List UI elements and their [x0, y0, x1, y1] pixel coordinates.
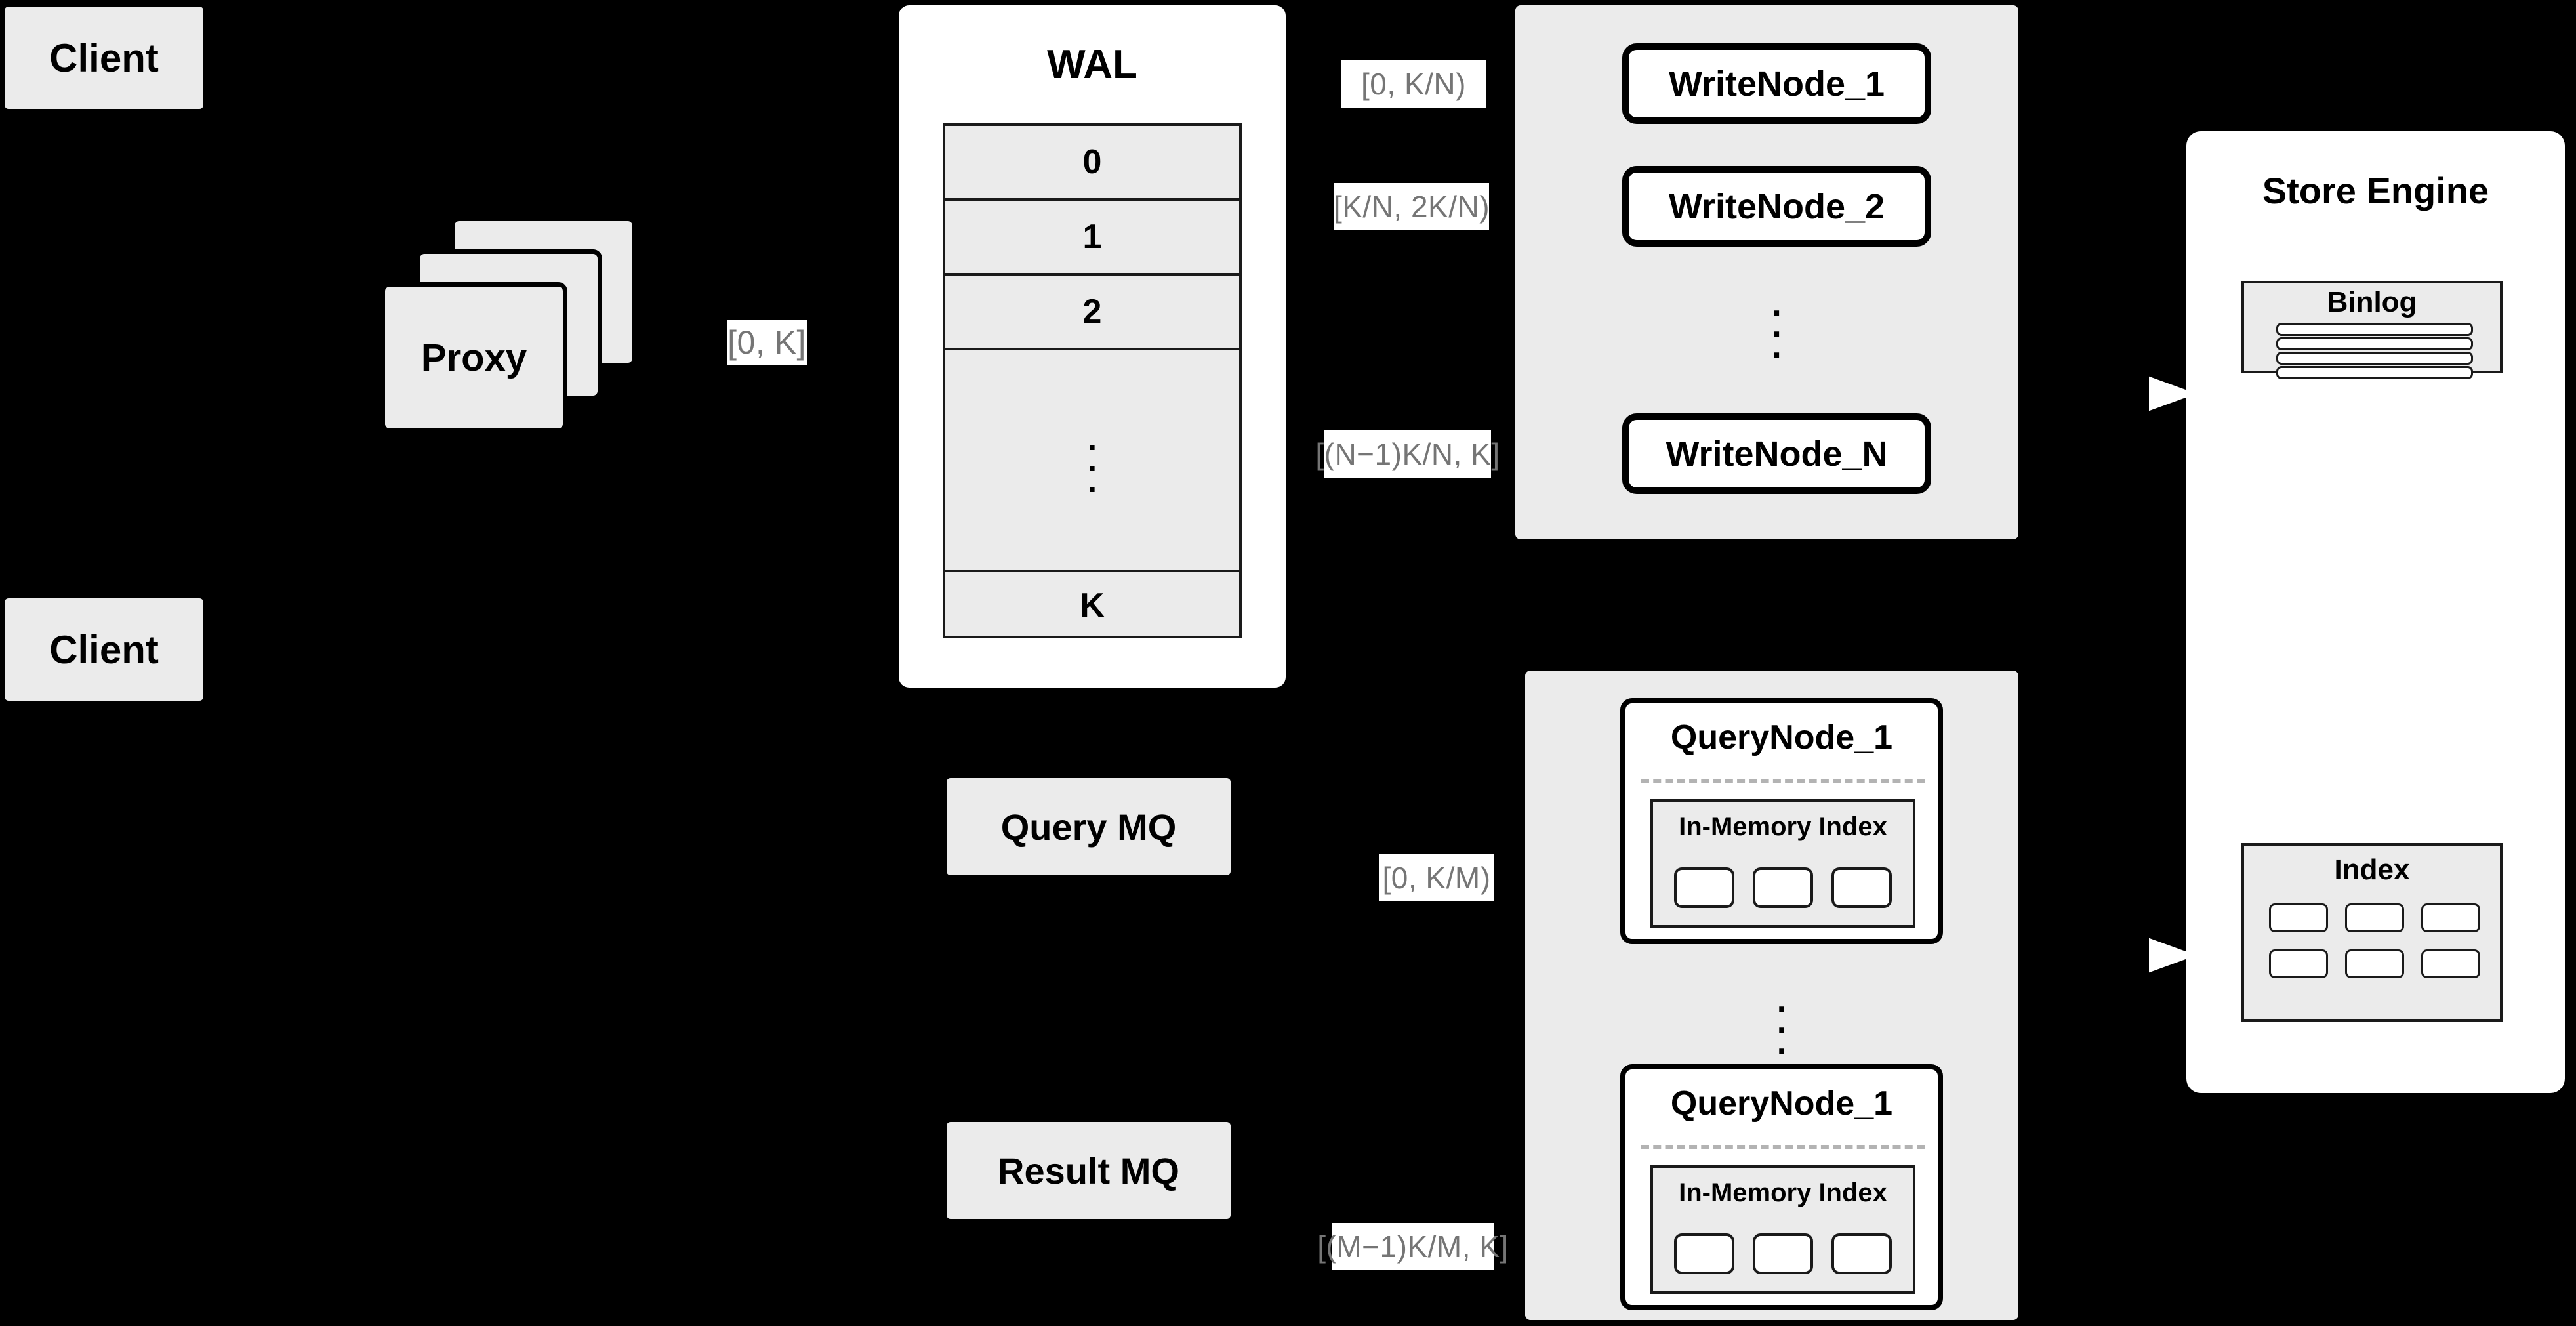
wal-entry-table: 0 1 2 ... K: [943, 123, 1242, 638]
query-mq-label: Query MQ: [1000, 806, 1177, 848]
wal-entry-label: 2: [1082, 293, 1102, 331]
wal-entry-label: 0: [1082, 143, 1102, 181]
index-segment[interactable]: [1753, 867, 1813, 908]
wal-entry-row[interactable]: 0: [945, 126, 1239, 201]
index-segment[interactable]: [1831, 867, 1892, 908]
wal-entry-row[interactable]: 2: [945, 276, 1239, 350]
wal-title: WAL: [1047, 42, 1137, 87]
binlog-title: Binlog: [2327, 286, 2417, 318]
label-query-node-m-range: [(M−1)K/M, K]: [1317, 1223, 1508, 1270]
binlog-row[interactable]: [2276, 337, 2473, 350]
label-text: [(M−1)K/M, K]: [1317, 1230, 1509, 1264]
client-box-2[interactable]: Client: [5, 598, 203, 701]
label-text: [0, K/N): [1361, 67, 1466, 101]
write-cluster-container: WriteNode_1 WriteNode_2 ... WriteNode_N: [1515, 5, 2018, 539]
write-node-label: WriteNode_2: [1668, 186, 1885, 226]
proxy-card-front[interactable]: Proxy: [380, 282, 567, 433]
label-text: [K/N, 2K/N): [1333, 190, 1490, 224]
query-node-1[interactable]: QueryNode_1 In-Memory Index: [1620, 698, 1943, 944]
label-text: [0, K]: [727, 324, 806, 361]
wal-entry-row-last[interactable]: K: [945, 572, 1239, 638]
write-node-label: WriteNode_1: [1668, 64, 1885, 104]
wal-panel: WAL 0 1 2 ... K: [899, 5, 1286, 688]
index-cell[interactable]: [2421, 903, 2480, 932]
write-cluster-ellipsis: ...: [1772, 285, 1782, 366]
client-label: Client: [49, 35, 159, 80]
query-node-title: QueryNode_1: [1670, 1085, 1893, 1123]
in-memory-index-box: In-Memory Index: [1650, 799, 1915, 928]
wal-entry-label: K: [1080, 586, 1105, 625]
query-cluster-ellipsis: ...: [1776, 981, 1787, 1062]
query-cluster-container: QueryNode_1 In-Memory Index ... QueryNod…: [1525, 671, 2018, 1320]
client-label: Client: [49, 627, 159, 672]
wal-ellipsis-row: ...: [945, 350, 1239, 572]
binlog-row[interactable]: [2276, 352, 2473, 365]
index-cell[interactable]: [2421, 949, 2480, 978]
query-node-separator: [1641, 779, 1925, 783]
wal-entry-row[interactable]: 1: [945, 201, 1239, 276]
binlog: Binlog: [2241, 281, 2503, 379]
index-box: Index: [2241, 843, 2503, 1022]
index-cell[interactable]: [2345, 903, 2404, 932]
query-node-title: QueryNode_1: [1670, 718, 1893, 756]
in-memory-index-title: In-Memory Index: [1679, 1178, 1887, 1207]
label-text: [(N−1)K/N, K]: [1315, 437, 1500, 471]
in-memory-index-title: In-Memory Index: [1679, 812, 1887, 841]
write-node-2[interactable]: WriteNode_2: [1622, 166, 1931, 247]
query-mq-box[interactable]: Query MQ: [947, 778, 1231, 875]
store-engine-panel: Store Engine Binlog Index: [2186, 131, 2565, 1093]
index-cell[interactable]: [2345, 949, 2404, 978]
result-mq-label: Result MQ: [998, 1150, 1179, 1191]
label-write-node-n-range: [(N−1)K/N, K]: [1315, 430, 1500, 478]
proxy-label: Proxy: [420, 336, 527, 379]
write-node-n[interactable]: WriteNode_N: [1622, 413, 1931, 494]
client-box-1[interactable]: Client: [5, 7, 203, 109]
wal-entry-label: 1: [1082, 218, 1102, 256]
write-node-label: WriteNode_N: [1666, 434, 1888, 474]
index-segment[interactable]: [1674, 1233, 1734, 1274]
query-node-separator: [1641, 1145, 1925, 1149]
index-cell[interactable]: [2269, 949, 2328, 978]
index-segment[interactable]: [1753, 1233, 1813, 1274]
label-query-node-1-range: [0, K/M): [1379, 854, 1494, 901]
binlog-row[interactable]: [2276, 323, 2473, 336]
write-node-1[interactable]: WriteNode_1: [1622, 43, 1931, 124]
index-cell[interactable]: [2269, 903, 2328, 932]
query-node-m[interactable]: QueryNode_1 In-Memory Index: [1620, 1064, 1943, 1310]
proxy-stack[interactable]: Proxy: [380, 217, 669, 433]
index-title: Index: [2334, 854, 2410, 886]
label-text: [0, K/M): [1382, 861, 1491, 895]
label-write-node-1-range: [0, K/N): [1341, 60, 1486, 108]
binlog-row[interactable]: [2276, 366, 2473, 379]
label-proxy-to-wal: [0, K]: [727, 320, 807, 365]
in-memory-index-box: In-Memory Index: [1650, 1165, 1915, 1294]
label-write-node-2-range: [K/N, 2K/N): [1333, 183, 1490, 230]
store-engine-title: Store Engine: [2262, 170, 2489, 211]
result-mq-box[interactable]: Result MQ: [947, 1122, 1231, 1219]
index-segment[interactable]: [1831, 1233, 1892, 1274]
index-segment[interactable]: [1674, 867, 1734, 908]
